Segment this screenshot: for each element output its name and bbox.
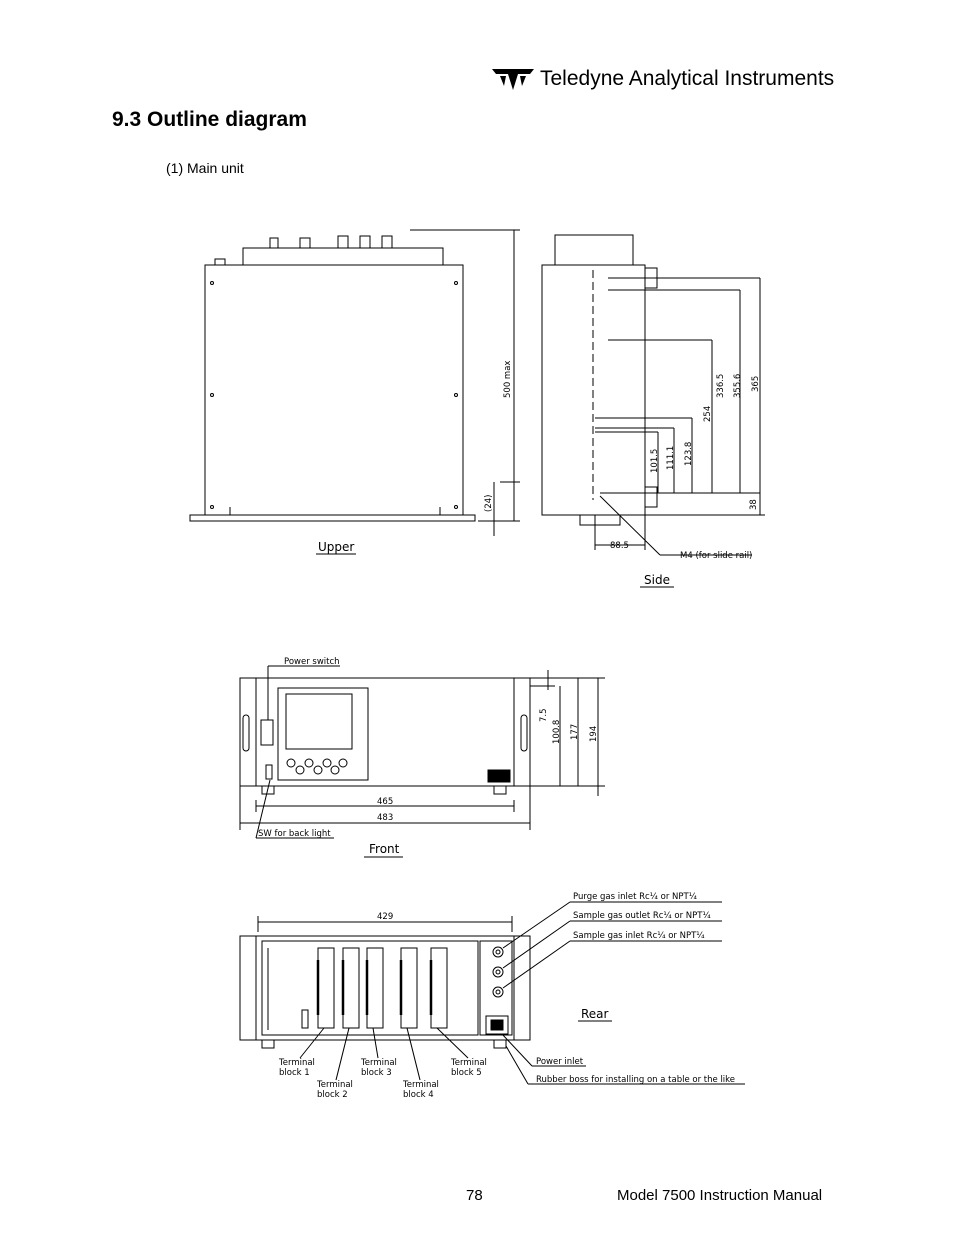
dim-front-outer-width: 483 [377, 813, 393, 823]
rubber-boss-label: Rubber boss for installing on a table or… [536, 1075, 735, 1085]
terminal-block-number: block 5 [451, 1068, 482, 1078]
purge-gas-inlet-label: Purge gas inlet Rc¹⁄₄ or NPT¹⁄₄ [573, 892, 698, 902]
sample-gas-outlet-label: Sample gas outlet Rc¹⁄₄ or NPT¹⁄₄ [573, 911, 711, 921]
terminal-block-number: block 3 [361, 1068, 392, 1078]
side-view-label: Side [644, 573, 670, 587]
page-number: 78 [466, 1187, 483, 1204]
dim-side-0: 101.5 [650, 449, 660, 473]
dim-front-v-0: 7.5 [539, 708, 549, 722]
terminal-block-number: block 2 [317, 1090, 348, 1100]
terminal-block-number: block 1 [279, 1068, 310, 1078]
dim-upper-height: 500 max [503, 361, 513, 398]
dim-front-v-1: 100.8 [552, 720, 562, 744]
sample-gas-inlet-label: Sample gas inlet Rc¹⁄₄ or NPT¹⁄₄ [573, 931, 705, 941]
dim-side-8: 88.5 [610, 541, 629, 551]
dim-side-1: 111.1 [666, 446, 676, 470]
manual-title: Model 7500 Instruction Manual [617, 1187, 823, 1204]
dim-front-v-2: 177 [570, 724, 580, 740]
terminal-word: Terminal [402, 1080, 439, 1090]
dim-front-inner-width: 465 [377, 797, 393, 807]
dim-upper-handle: (24) [484, 495, 494, 512]
section-subtitle: (1) Main unit [166, 160, 244, 176]
dim-rear-width: 429 [377, 912, 393, 922]
page-header: Teledyne Analytical Instruments [490, 64, 834, 94]
terminal-word: Terminal [450, 1058, 487, 1068]
terminal-block-number: block 4 [403, 1090, 434, 1100]
terminal-word: Terminal [316, 1080, 353, 1090]
terminal-word: Terminal [360, 1058, 397, 1068]
dim-side-6: 365 [751, 376, 761, 392]
dim-side-2: 123.8 [684, 442, 694, 466]
front-view: Power switch 465 483 7.5 100.8 177 194 S… [239, 657, 605, 858]
terminal-word: Terminal [278, 1058, 315, 1068]
power-switch-label: Power switch [284, 657, 340, 667]
teledyne-logo-icon [492, 69, 534, 90]
upper-view: 500 max (24) Upper [189, 229, 520, 555]
section-title: 9.3 Outline diagram [112, 108, 307, 131]
front-view-label: Front [369, 842, 400, 856]
rear-view-label: Rear [581, 1007, 609, 1021]
dim-side-5: 355.6 [733, 374, 743, 398]
dim-front-v-3: 194 [589, 726, 599, 742]
dim-side-3: 254 [703, 406, 713, 422]
side-view: 101.5 111.1 123.8 254 336.5 355.6 365 38… [541, 234, 765, 588]
power-inlet-label: Power inlet [536, 1057, 584, 1067]
backlight-switch-label: SW for back light [258, 829, 331, 839]
dim-side-7: 38 [749, 499, 759, 510]
rear-view: 429 Purge gas inlet Rc¹⁄₄ or NPT¹⁄₄ Samp… [239, 892, 745, 1100]
upper-view-label: Upper [318, 540, 354, 554]
company-name: Teledyne Analytical Instruments [540, 67, 835, 90]
dim-side-4: 336.5 [716, 374, 726, 398]
side-note-slide-rail: M4 (for slide rail) [680, 551, 752, 561]
